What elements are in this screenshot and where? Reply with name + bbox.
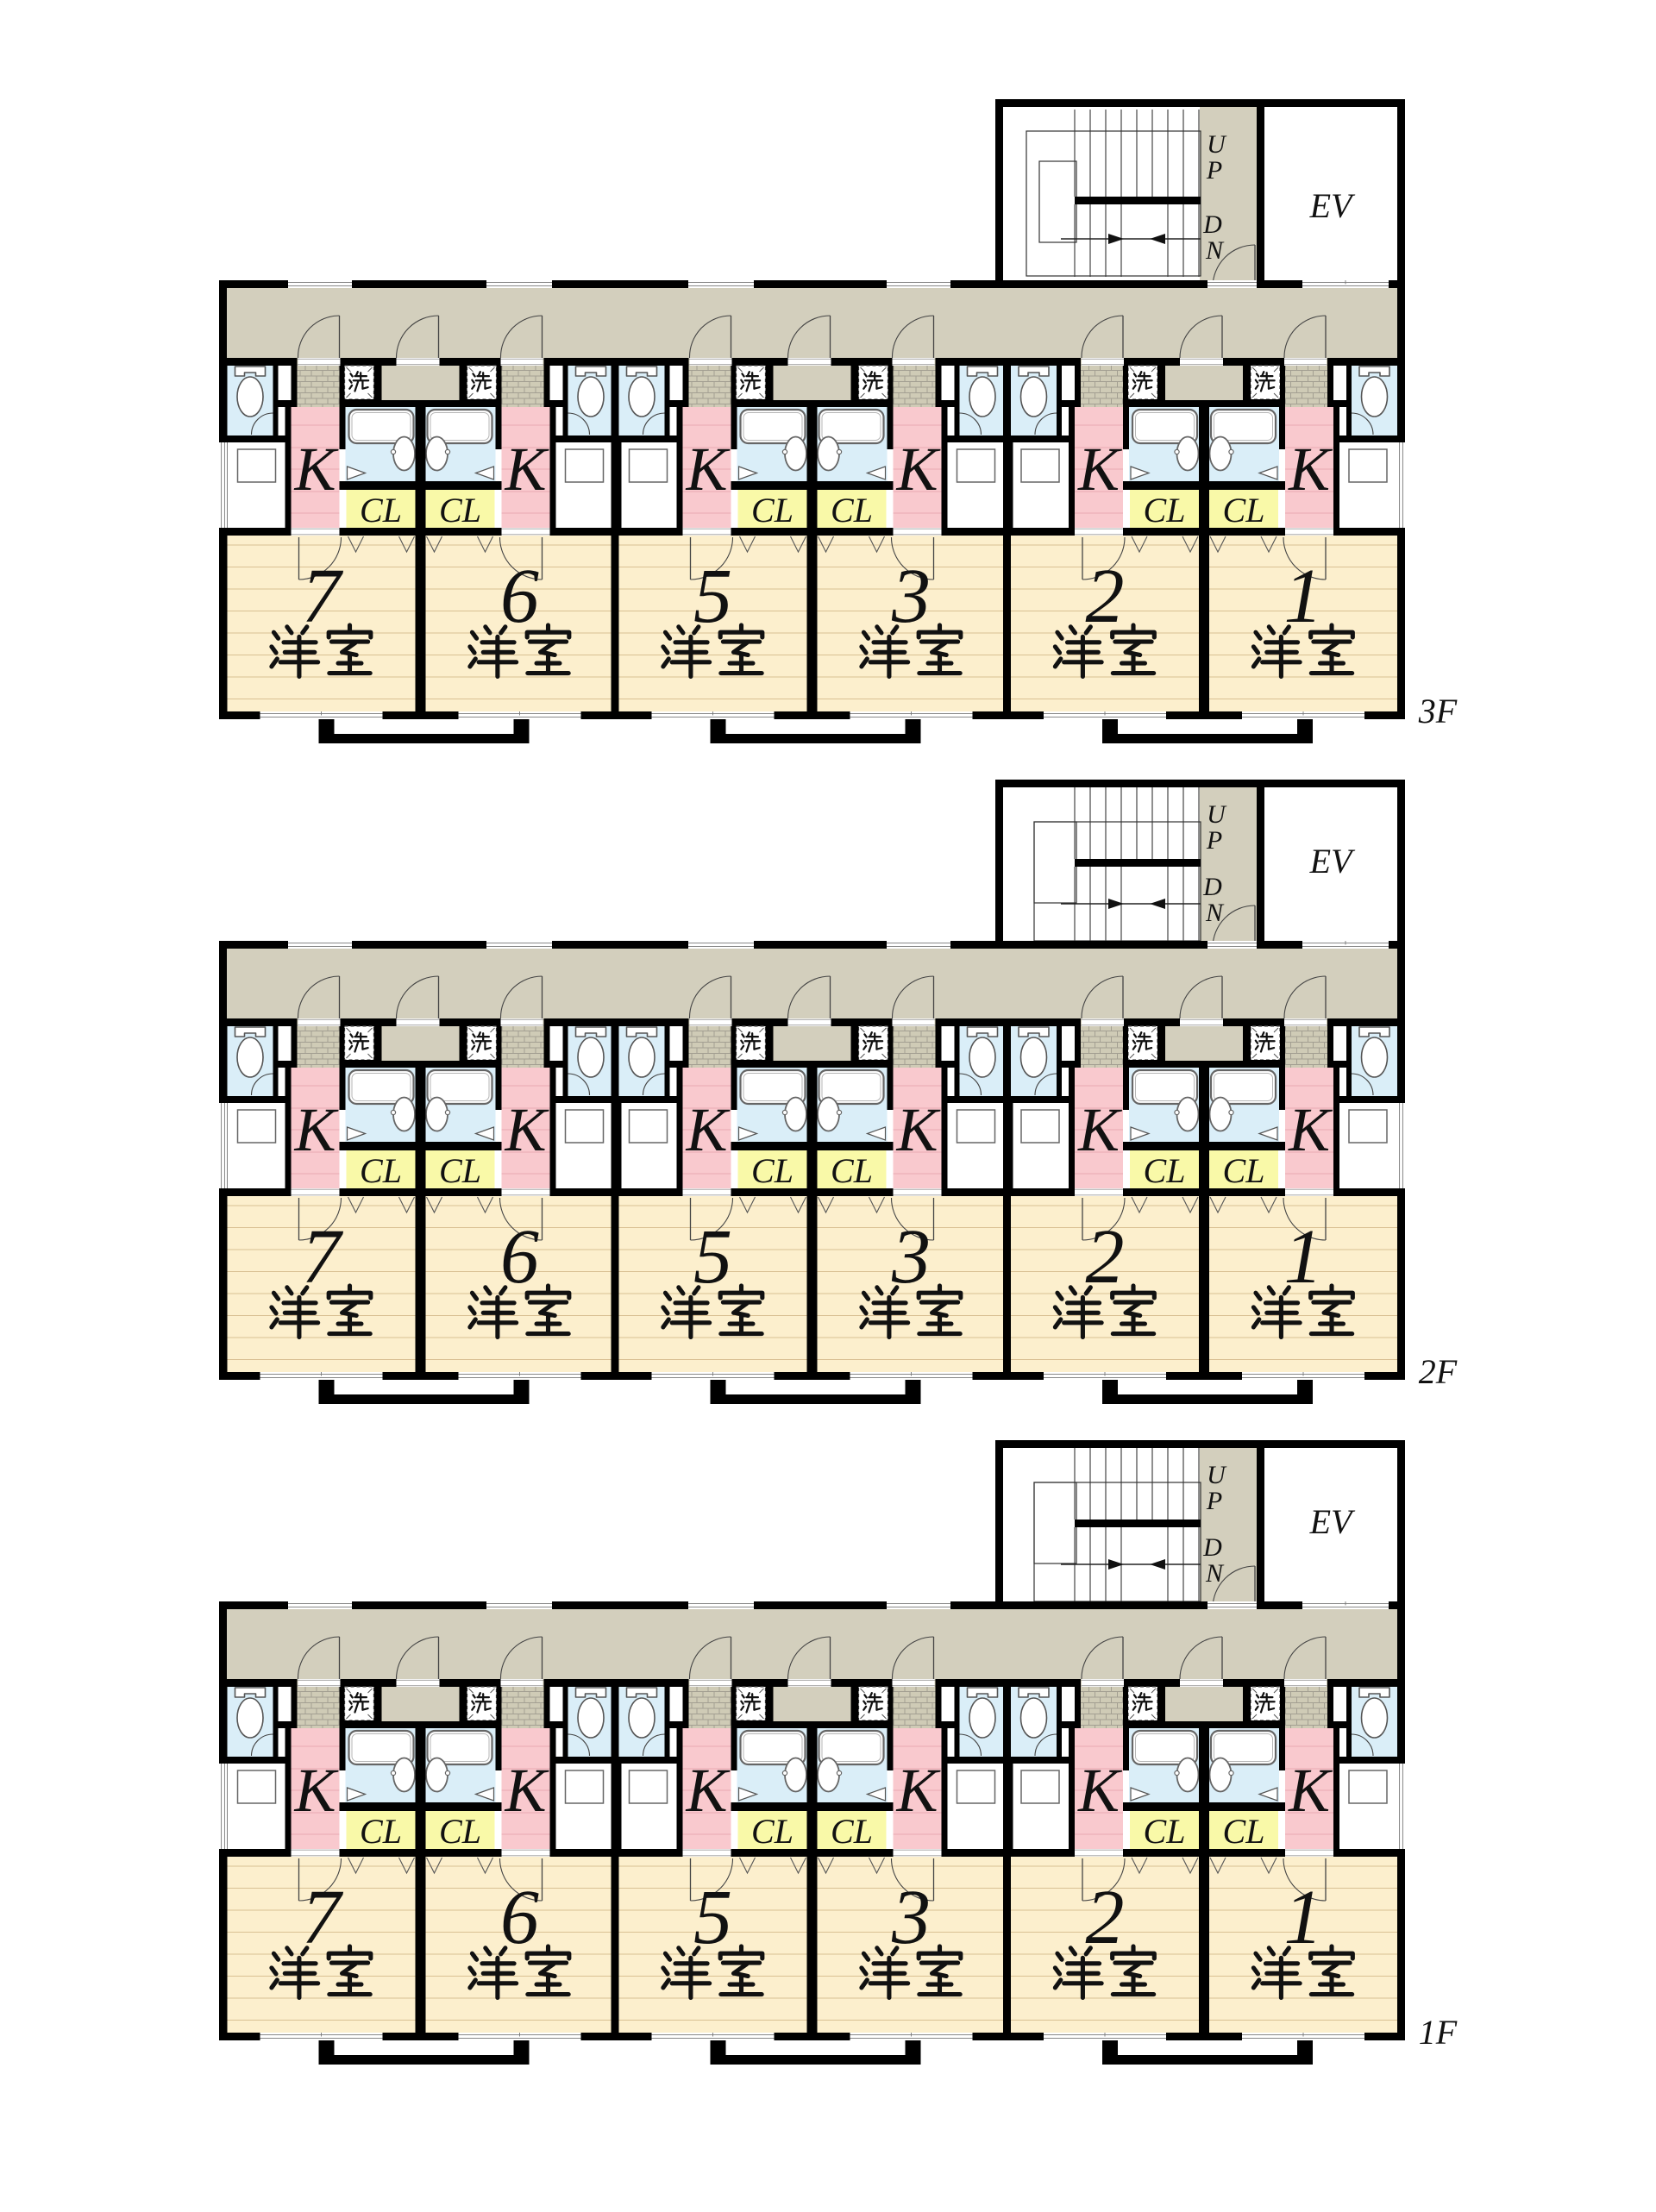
svg-text:U: U xyxy=(1207,130,1227,159)
svg-text:D: D xyxy=(1202,210,1222,239)
svg-text:EV: EV xyxy=(1309,186,1356,225)
svg-text:3F: 3F xyxy=(1418,692,1458,730)
svg-text:1F: 1F xyxy=(1419,2013,1458,2052)
svg-text:P: P xyxy=(1206,156,1222,185)
svg-text:2F: 2F xyxy=(1419,1352,1458,1391)
svg-text:N: N xyxy=(1205,236,1225,265)
